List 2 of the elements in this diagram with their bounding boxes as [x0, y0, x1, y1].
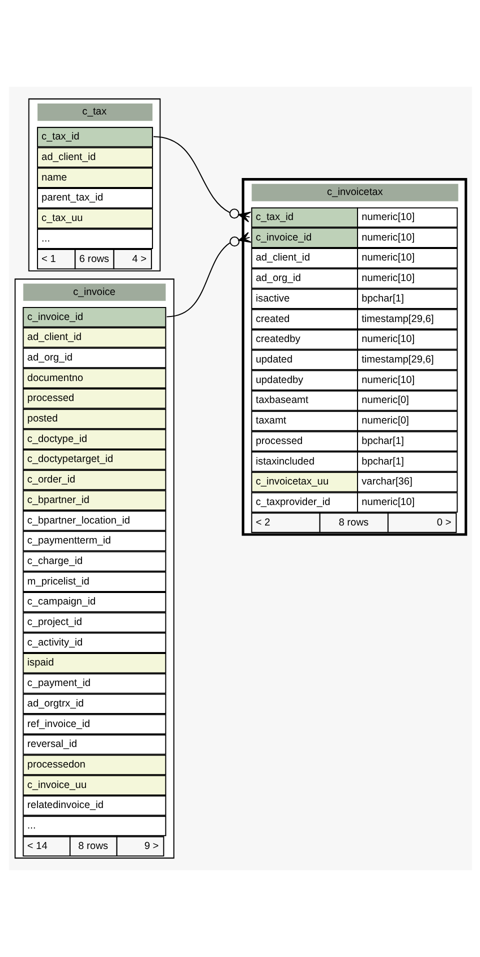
connector: [166, 232, 251, 318]
connector: [152, 136, 251, 222]
